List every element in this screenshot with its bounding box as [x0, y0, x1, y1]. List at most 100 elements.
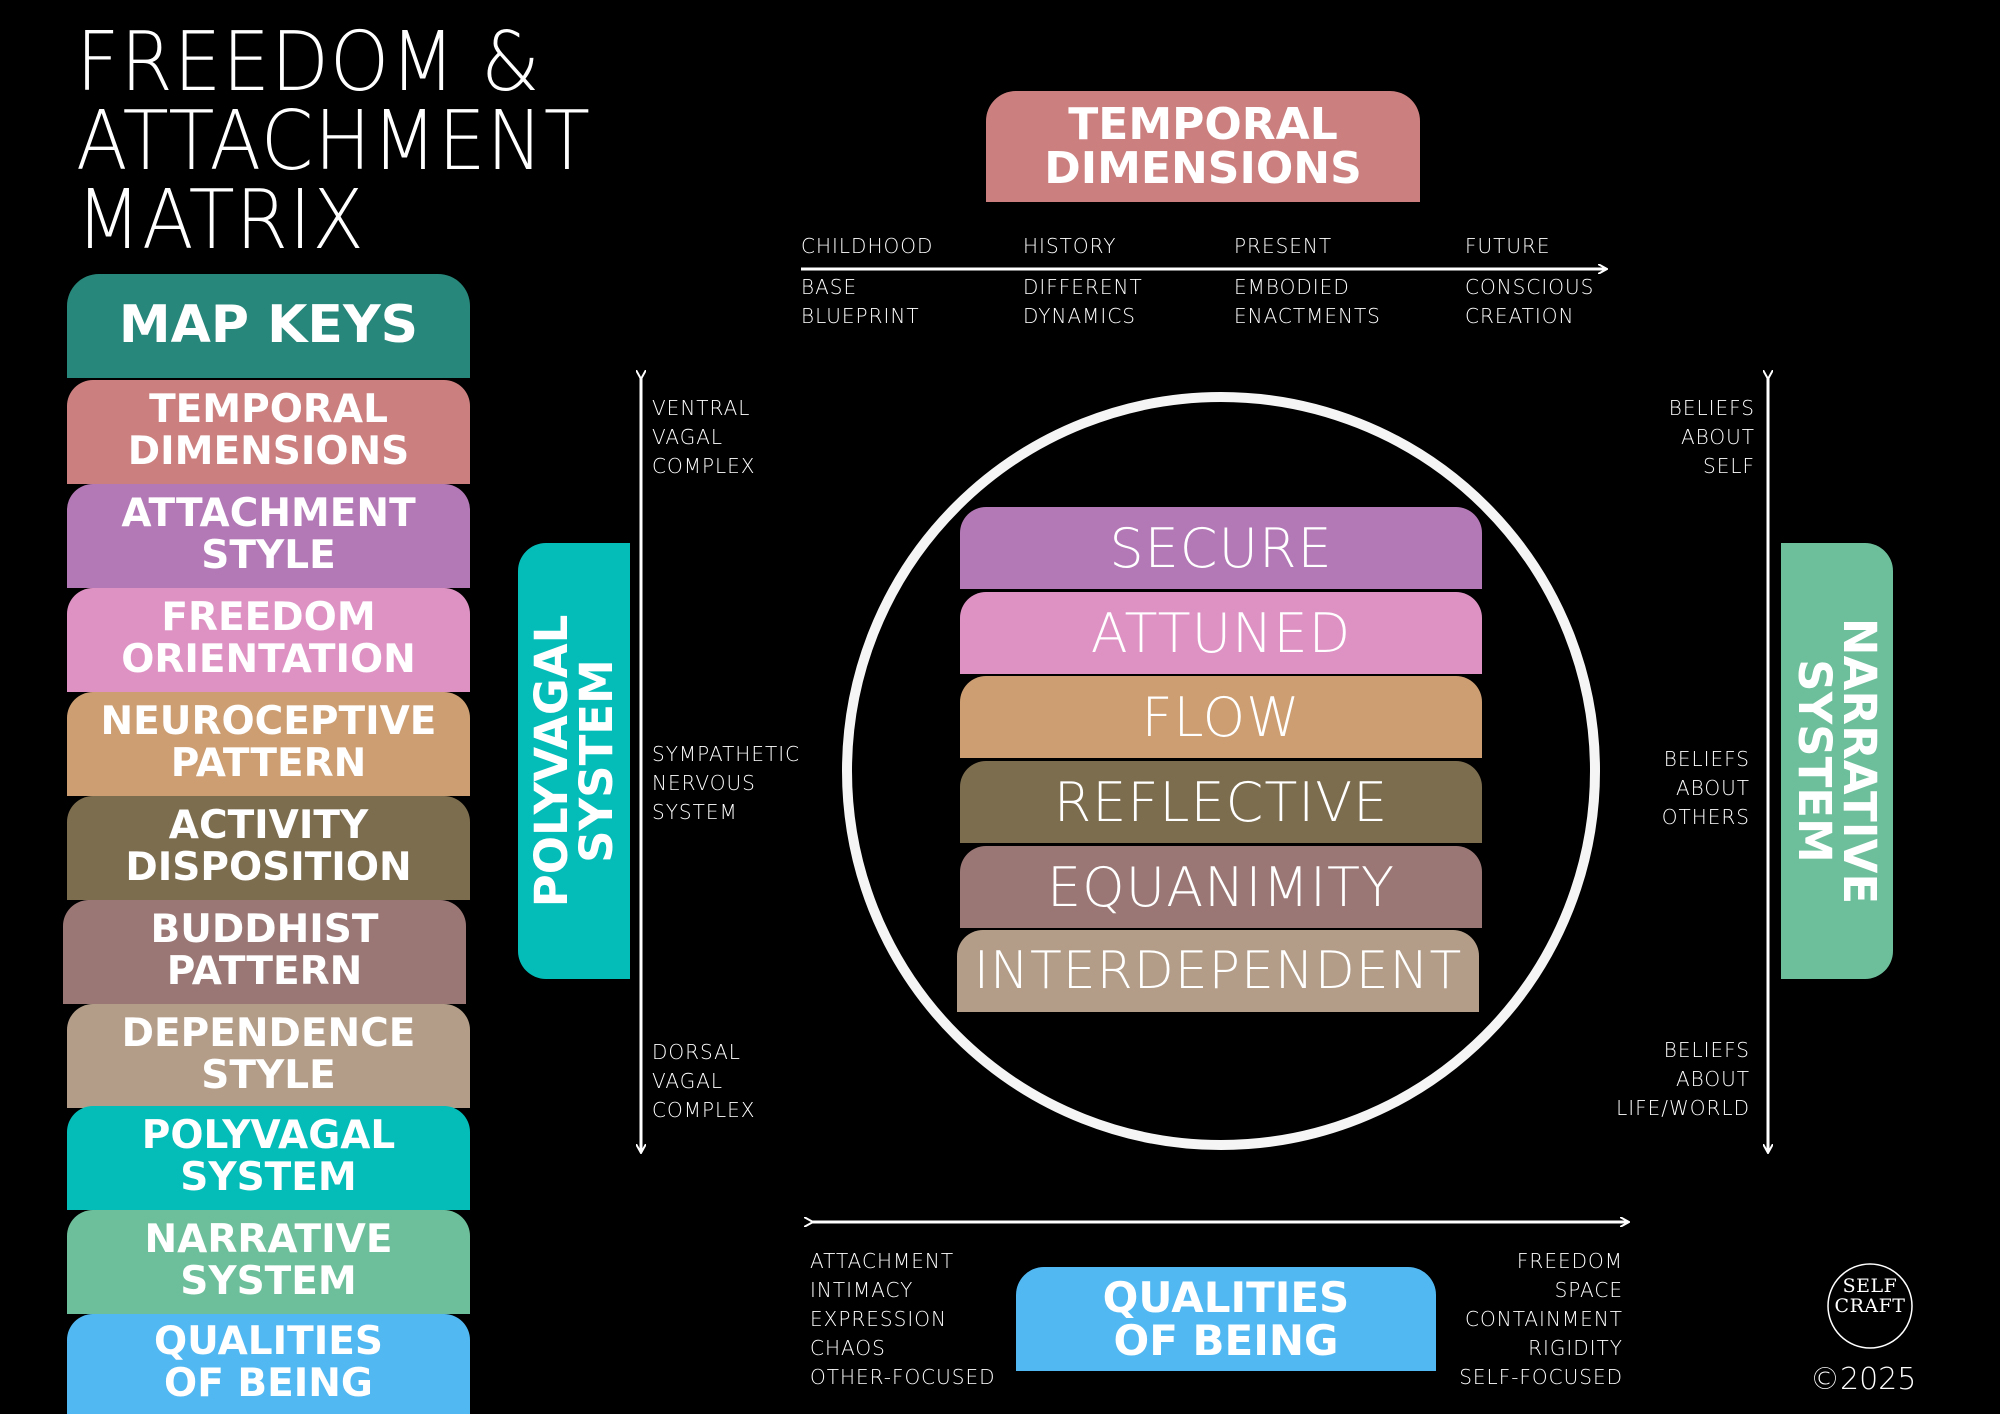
- timeline-stage-desc: CONSCIOUS: [1465, 275, 1595, 299]
- logo-circle: [1827, 1263, 1913, 1349]
- narrative-label-line: ABOUT: [1680, 425, 1755, 449]
- selfcraft-logo: SELF CRAFT: [1828, 1276, 1912, 1316]
- map-key-polyvagal-system: POLYVAGAL SYSTEM: [67, 1106, 470, 1210]
- qualities-left-item: CHAOS: [810, 1336, 886, 1360]
- timeline-stage-present: PRESENT: [1234, 232, 1332, 261]
- polyvagal-label-line: VAGAL: [652, 425, 724, 449]
- copyright: ©2025: [1810, 1362, 1917, 1397]
- timeline-stage-childhood-desc: BASE BLUEPRINT: [801, 273, 920, 331]
- narrative-label-self: BELIEFS ABOUT SELF: [1669, 394, 1755, 481]
- map-keys-header-label: MAP KEYS: [118, 295, 419, 355]
- narrative-tab-line: NARRATIVE: [1833, 617, 1886, 905]
- timeline-stage-desc: BLUEPRINT: [801, 304, 920, 328]
- title-line-1: FREEDOM &: [76, 15, 541, 110]
- qualities-right-item: CONTAINMENT: [1465, 1307, 1623, 1331]
- qualities-right-list: FREEDOM SPACE CONTAINMENT RIGIDITY SELF-…: [1459, 1247, 1623, 1392]
- narrative-label-line: LIFE/WORLD: [1616, 1096, 1750, 1120]
- qualities-left-item: OTHER-FOCUSED: [810, 1365, 996, 1389]
- narrative-label-line: ABOUT: [1675, 1067, 1750, 1091]
- map-key-freedom-orientation: FREEDOM ORIENTATION: [67, 588, 470, 692]
- map-key-label: SYSTEM: [180, 1259, 357, 1304]
- temporal-header-line: TEMPORAL: [1068, 98, 1338, 150]
- qualities-header-line: OF BEING: [1113, 1316, 1339, 1365]
- qualities-left-item: INTIMACY: [810, 1278, 914, 1302]
- map-key-label: DISPOSITION: [125, 845, 412, 890]
- narrative-label-others: BELIEFS ABOUT OTHERS: [1662, 745, 1750, 832]
- center-circle: [842, 392, 1600, 1150]
- map-key-label: QUALITIES: [153, 1319, 383, 1364]
- map-key-label: DEPENDENCE: [121, 1011, 416, 1056]
- polyvagal-system-tab: POLYVAGAL SYSTEM: [518, 543, 630, 979]
- narrative-label-line: SELF: [1703, 454, 1755, 478]
- map-key-label: NARRATIVE: [144, 1217, 393, 1262]
- map-key-narrative-system: NARRATIVE SYSTEM: [67, 1210, 470, 1314]
- qualities-header-line: QUALITIES: [1102, 1273, 1350, 1322]
- map-key-label: ATTACHMENT: [121, 491, 416, 536]
- map-key-buddhist-pattern: BUDDHIST PATTERN: [63, 900, 466, 1004]
- map-key-label: STYLE: [201, 1053, 336, 1098]
- polyvagal-label-line: VAGAL: [652, 1069, 724, 1093]
- narrative-tab-line: SYSTEM: [1788, 659, 1841, 863]
- map-key-label: ACTIVITY: [168, 803, 369, 848]
- stack-flow: FLOW: [960, 676, 1482, 758]
- narrative-label-line: OTHERS: [1661, 805, 1750, 829]
- qualities-right-item: SPACE: [1554, 1278, 1623, 1302]
- map-key-neuroceptive-pattern: NEUROCEPTIVE PATTERN: [67, 692, 470, 796]
- map-key-label: FREEDOM: [161, 595, 376, 640]
- stack-interdependent: INTERDEPENDENT: [957, 930, 1479, 1012]
- polyvagal-label-dorsal: DORSAL VAGAL COMPLEX: [652, 1038, 756, 1125]
- timeline-stage-desc: DYNAMICS: [1023, 304, 1136, 328]
- timeline-stage-title: CHILDHOOD: [801, 234, 934, 258]
- map-key-label: PATTERN: [170, 741, 367, 786]
- map-key-label: TEMPORAL: [149, 387, 388, 432]
- polyvagal-tab-line: SYSTEM: [570, 659, 623, 863]
- polyvagal-label-ventral: VENTRAL VAGAL COMPLEX: [652, 394, 756, 481]
- qualities-right-item: SELF-FOCUSED: [1459, 1365, 1623, 1389]
- map-key-label: PATTERN: [166, 949, 363, 994]
- map-key-activity-disposition: ACTIVITY DISPOSITION: [67, 796, 470, 900]
- qualities-right-item: FREEDOM: [1516, 1249, 1623, 1273]
- map-key-temporal-dimensions: TEMPORAL DIMENSIONS: [67, 380, 470, 484]
- map-key-label: SYSTEM: [180, 1155, 357, 1200]
- timeline-stage-desc: DIFFERENT: [1023, 275, 1143, 299]
- map-keys-header: MAP KEYS: [67, 274, 470, 378]
- polyvagal-label-line: COMPLEX: [652, 454, 756, 478]
- qualities-of-being-header: QUALITIES OF BEING: [1016, 1267, 1436, 1371]
- timeline-stage-desc: EMBODIED: [1234, 275, 1350, 299]
- timeline-stage-childhood: CHILDHOOD: [801, 232, 933, 261]
- map-key-label: POLYVAGAL: [141, 1113, 396, 1158]
- qualities-left-item: EXPRESSION: [810, 1307, 947, 1331]
- narrative-label-line: BELIEFS: [1663, 747, 1750, 771]
- timeline-stage-title: FUTURE: [1465, 234, 1551, 258]
- map-key-dependence-style: DEPENDENCE STYLE: [67, 1004, 470, 1108]
- logo-line: CRAFT: [1834, 1295, 1906, 1317]
- stack-equanimity: EQUANIMITY: [960, 846, 1482, 928]
- logo-line: SELF: [1842, 1275, 1898, 1297]
- stack-attuned: ATTUNED: [960, 592, 1482, 674]
- narrative-label-line: BELIEFS: [1668, 396, 1755, 420]
- polyvagal-label-line: NERVOUS: [652, 771, 756, 795]
- qualities-left-list: ATTACHMENT INTIMACY EXPRESSION CHAOS OTH…: [810, 1247, 996, 1392]
- timeline-stage-history-desc: DIFFERENT DYNAMICS: [1023, 273, 1143, 331]
- polyvagal-label-line: DORSAL: [652, 1040, 741, 1064]
- timeline-stage-desc: ENACTMENTS: [1234, 304, 1381, 328]
- stack-secure: SECURE: [960, 507, 1482, 589]
- map-key-label: BUDDHIST: [150, 907, 379, 952]
- map-key-label: OF BEING: [164, 1361, 373, 1406]
- narrative-label-line: BELIEFS: [1663, 1038, 1750, 1062]
- timeline-stage-title: PRESENT: [1234, 234, 1333, 258]
- map-key-label: ORIENTATION: [121, 637, 416, 682]
- timeline-stage-future: FUTURE: [1465, 232, 1551, 261]
- qualities-left-item: ATTACHMENT: [810, 1249, 955, 1273]
- polyvagal-tab-line: POLYVAGAL: [525, 614, 578, 908]
- narrative-label-line: ABOUT: [1675, 776, 1750, 800]
- timeline-stage-desc: CREATION: [1465, 304, 1575, 328]
- map-key-attachment-style: ATTACHMENT STYLE: [67, 484, 470, 588]
- timeline-stage-history: HISTORY: [1023, 232, 1116, 261]
- map-key-label: STYLE: [201, 533, 336, 578]
- qualities-right-item: RIGIDITY: [1528, 1336, 1623, 1360]
- title-line-3: MATRIX: [76, 173, 365, 268]
- map-key-qualities-of-being: QUALITIES OF BEING: [67, 1314, 470, 1414]
- map-key-label: DIMENSIONS: [127, 429, 410, 474]
